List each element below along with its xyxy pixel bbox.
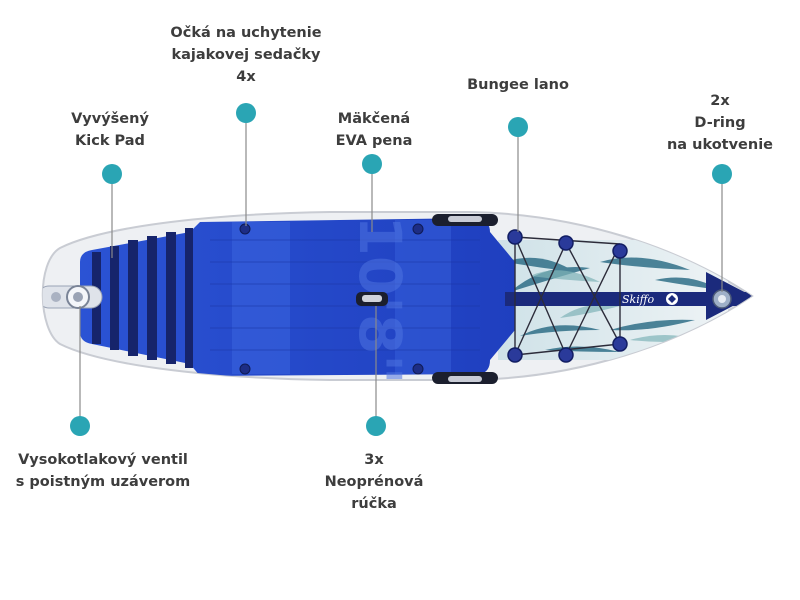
bungee-ring-icon <box>507 229 628 363</box>
brand-logo: Skiffo <box>622 293 678 306</box>
callout-label-eva-foam: Mäkčená EVA pena <box>322 108 426 152</box>
label-line: kajakovej sedačky <box>171 47 321 63</box>
label-line: 4x <box>236 69 256 85</box>
label-line: rúčka <box>351 496 397 512</box>
anchor-d-ring-icon <box>712 289 732 309</box>
label-line: Vyvýšený <box>71 111 149 127</box>
dot-kick-pad <box>102 164 122 184</box>
callout-label-d-ring: 2x D-ring na ukotvenie <box>652 90 788 156</box>
dot-valve <box>70 416 90 436</box>
callout-label-handles: 3x Neoprénová rúčka <box>318 449 430 515</box>
label-line: na ukotvenie <box>666 137 774 153</box>
dot-bungee <box>508 117 528 137</box>
label-line: Očká na uchytenie <box>170 25 322 41</box>
label-line: Vysokotlakový ventil <box>18 452 188 468</box>
callout-label-kick-pad: Vyvýšený Kick Pad <box>58 108 162 152</box>
deck-lane <box>395 220 451 374</box>
dot-eva-foam <box>362 154 382 174</box>
label-line: Neoprénová <box>324 474 424 490</box>
deck-grooves <box>210 239 480 351</box>
label-line: 3x <box>364 452 384 468</box>
label-line: Bungee lano <box>467 77 569 93</box>
handle-icon <box>356 214 498 384</box>
deck-lane <box>232 222 290 374</box>
kayak-seat-ring-icon <box>239 223 424 375</box>
label-line: EVA pena <box>335 133 413 149</box>
label-line: D-ring <box>694 115 746 131</box>
leader-lines <box>79 113 723 426</box>
dot-handles <box>366 416 386 436</box>
dot-kayak-rings <box>236 103 256 123</box>
label-line: s poistným uzáverom <box>15 474 191 490</box>
callout-label-kayak-rings: Očká na uchytenie kajakovej sedačky 4x <box>160 22 332 88</box>
label-line: 2x <box>710 93 730 109</box>
label-line: Kick Pad <box>75 133 145 149</box>
valve-icon <box>51 285 90 309</box>
dot-d-ring <box>712 164 732 184</box>
callout-dots <box>70 103 732 436</box>
callout-label-bungee: Bungee lano <box>458 74 578 96</box>
callout-label-valve: Vysokotlakový ventil s poistným uzáverom <box>10 449 196 493</box>
label-line: Mäkčená <box>337 111 411 127</box>
center-strip <box>505 292 750 306</box>
svg-text:Skiffo: Skiffo <box>622 293 655 306</box>
